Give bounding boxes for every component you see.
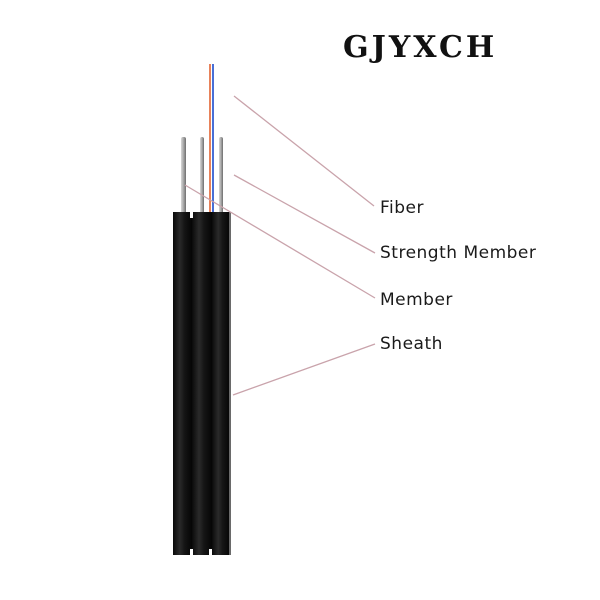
brand-logo: GJYXCH [343,30,498,65]
strength-member-label: Strength Member [380,243,537,263]
leader-lines [184,95,376,396]
fiber-strands [209,64,214,219]
member-wires [181,137,223,217]
sheath-body [173,212,231,555]
member-label: Member [380,290,453,310]
sheath-label: Sheath [380,334,443,354]
fiber-label: Fiber [380,198,425,218]
